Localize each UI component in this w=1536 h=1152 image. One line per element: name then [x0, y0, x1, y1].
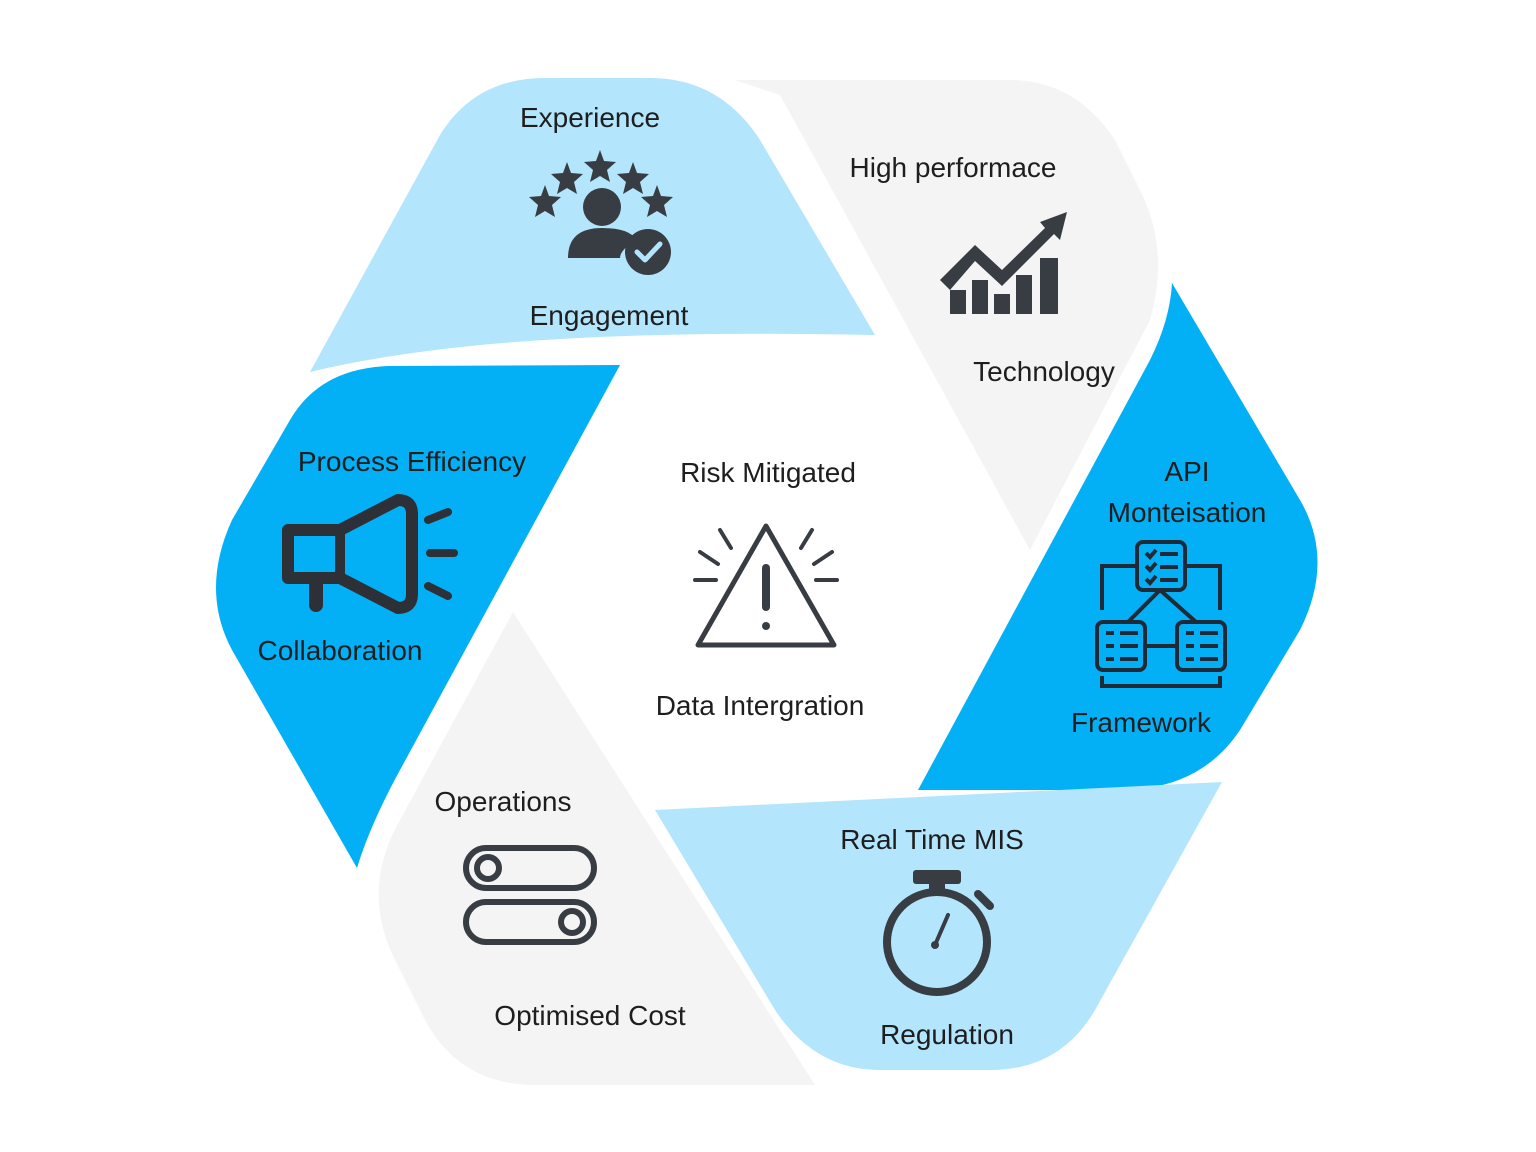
- segment-process: [216, 365, 620, 868]
- process-bottom-label: Collaboration: [257, 635, 423, 666]
- center-bottom-label: Data Intergration: [655, 690, 865, 721]
- api-bottom-label: Framework: [1070, 707, 1212, 738]
- process-top-label: Process Efficiency: [297, 446, 527, 477]
- center-top-label: Risk Mitigated: [680, 457, 856, 488]
- operations-top-label: Operations: [434, 786, 572, 817]
- experience-bottom-label: Engagement: [529, 300, 689, 331]
- growth-chart-arrow-icon: [940, 212, 1067, 314]
- toggle-switches-icon: [463, 845, 597, 945]
- segment-regulation: [655, 782, 1222, 1070]
- segment-technology: [735, 80, 1158, 550]
- api-top-label: API Monteisation: [1107, 456, 1267, 528]
- warning-triangle-icon: [693, 523, 839, 648]
- regulation-bottom-label: Regulation: [880, 1019, 1014, 1050]
- technology-top-label: High performace: [849, 152, 1057, 183]
- experience-top-label: Experience: [519, 102, 661, 133]
- stopwatch-icon: [883, 870, 994, 996]
- segment-api: [918, 283, 1318, 790]
- checklist-network-icon: [1095, 540, 1227, 688]
- rating-stars-user-check-icon: [529, 150, 673, 275]
- megaphone-icon: [282, 494, 458, 614]
- segment-operations: [378, 612, 815, 1085]
- operations-bottom-label: Optimised Cost: [494, 1000, 686, 1031]
- technology-bottom-label: Technology: [973, 356, 1115, 387]
- segment-experience: [310, 78, 875, 372]
- regulation-top-label: Real Time MIS: [840, 824, 1024, 855]
